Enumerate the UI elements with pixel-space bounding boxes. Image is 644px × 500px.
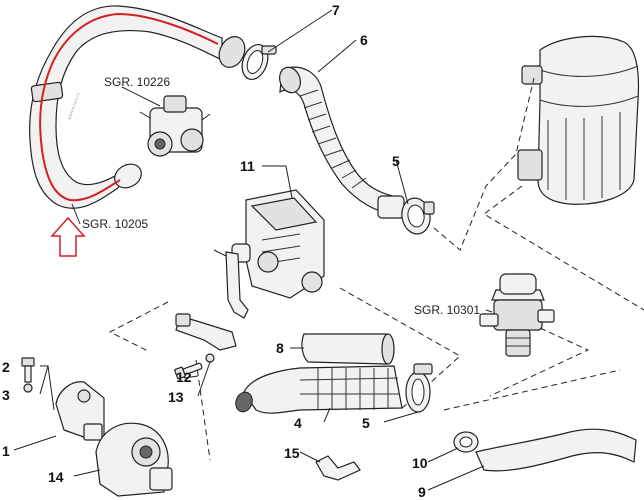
callout-12: 12 <box>176 369 192 385</box>
pcv-valve <box>479 273 555 357</box>
callout-9: 9 <box>418 484 426 500</box>
callout-10: 10 <box>412 455 428 471</box>
callout-15: 15 <box>284 445 300 461</box>
elbow-housing <box>95 422 173 497</box>
resonator-box <box>231 189 325 299</box>
hose-clamp-small <box>453 431 479 453</box>
dashed-connector-bottom <box>443 369 621 411</box>
highlight-line <box>39 12 219 202</box>
dashed-connector-pcv <box>489 327 590 397</box>
intake-tube <box>301 333 395 365</box>
hose-clamp-lower <box>405 363 433 413</box>
dashed-connector-right <box>433 77 535 251</box>
callout-numbers: 7 6 5 11 8 4 5 12 13 2 3 1 14 15 10 9 <box>2 2 428 500</box>
air-filter-housing <box>517 35 640 205</box>
corrugated-air-duct <box>279 66 405 219</box>
bolt-left <box>21 357 35 393</box>
reference-labels: SGR. 10226 SGR. 10205 SGR. 10301 <box>82 75 480 317</box>
callout-5-upper: 5 <box>392 153 400 169</box>
direction-arrow-icon <box>50 216 86 257</box>
dashed-connector-far-right <box>483 185 644 311</box>
support-bracket <box>55 381 105 441</box>
callout-6: 6 <box>360 32 368 48</box>
callout-3: 3 <box>2 387 10 403</box>
corrugated-inlet-hose <box>235 365 403 414</box>
callout-14: 14 <box>48 469 64 485</box>
throttle-body <box>139 95 211 157</box>
breather-hose <box>475 428 637 472</box>
callout-2: 2 <box>2 359 10 375</box>
watermark-text: www.a-cars.ru <box>66 91 81 120</box>
callout-11: 11 <box>240 158 255 174</box>
callout-8: 8 <box>276 340 284 356</box>
hose-clamp-right <box>401 197 435 235</box>
intake-hose-assembly: www.a-cars.ru <box>29 5 246 209</box>
ref-sgr-10205: SGR. 10205 <box>82 217 148 231</box>
retaining-clip <box>315 455 361 481</box>
hose-clamp-upper <box>241 43 277 81</box>
callout-7: 7 <box>332 2 340 18</box>
callout-4: 4 <box>294 415 302 431</box>
ref-sgr-10301: SGR. 10301 <box>414 303 480 317</box>
callout-1: 1 <box>2 443 10 459</box>
callout-5-lower: 5 <box>362 415 370 431</box>
bolt-and-washer <box>174 353 215 380</box>
mounting-bracket <box>175 249 249 351</box>
ref-sgr-10226: SGR. 10226 <box>104 75 170 89</box>
callout-13: 13 <box>168 389 184 405</box>
leader-lines <box>13 9 493 491</box>
